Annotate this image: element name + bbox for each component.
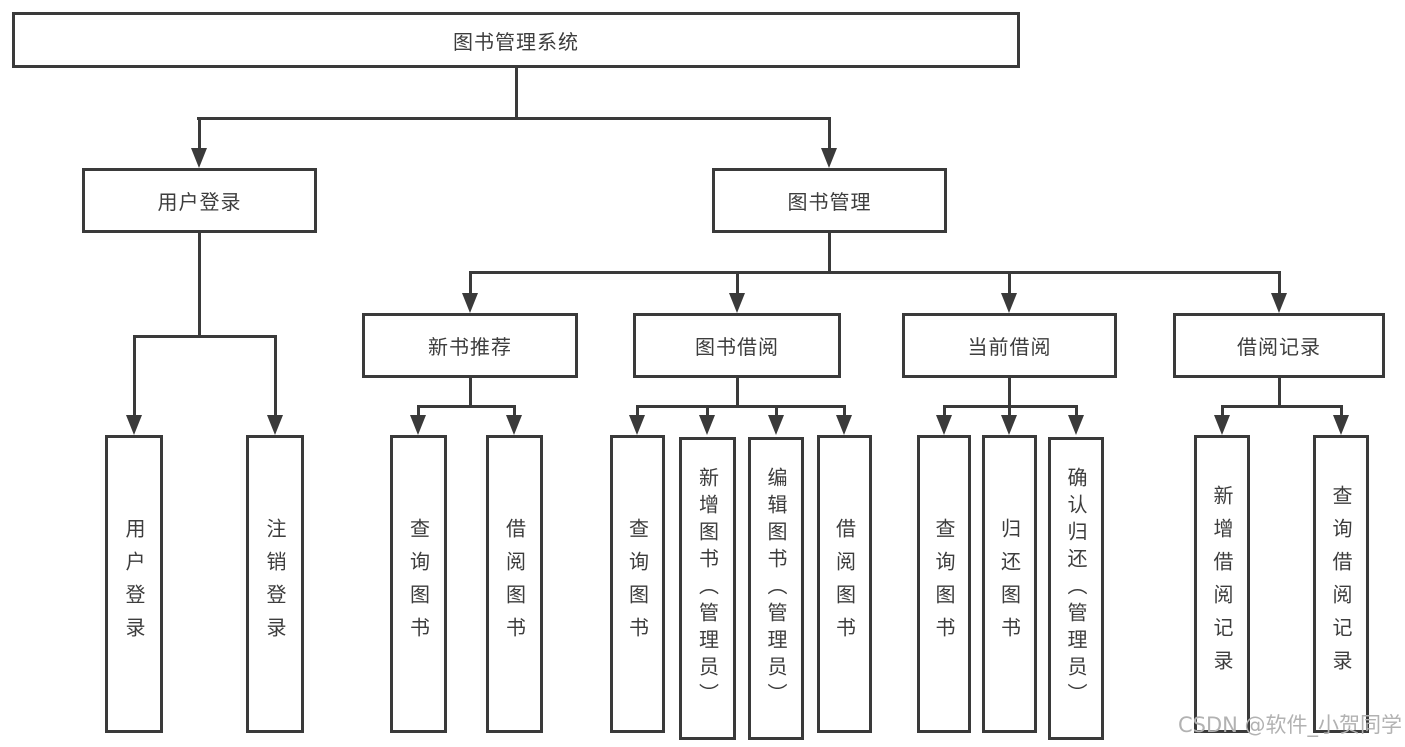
leaf-add-borrow-record-label: 新增借阅记录 [1210,485,1234,683]
arrow-return-book [1001,415,1017,435]
connector-drop-add-record [1221,405,1224,418]
connector-drop-add-book [706,405,709,418]
connector-drop-edit-book [775,405,778,418]
csdn-watermark: CSDN @软件_小贺同学 [1178,713,1403,737]
leaf-query-book-current-label: 查询图书 [932,518,956,650]
connector-drop-borrow-record [1278,271,1281,295]
connector-drop-query-record [1340,405,1343,418]
arrow-add-record [1214,415,1230,435]
arrow-confirm-return [1068,415,1084,435]
leaf-query-borrow-record-label: 查询借阅记录 [1329,485,1353,683]
arrow-current-borrow [1001,293,1017,313]
connector-drop-borrow-book [843,405,846,418]
arrow-query-current [936,415,952,435]
node-root: 图书管理系统 [12,12,1020,68]
connector-new-book-branch [417,405,516,408]
leaf-user-login: 用户登录 [105,435,163,733]
connector-new-book-stem [469,378,472,406]
connector-user-login-stem [198,233,201,336]
arrow-leaf-logout [267,415,283,435]
node-root-label: 图书管理系统 [453,29,579,54]
leaf-confirm-return-admin: 确认归还（管理员） [1048,437,1104,740]
arrow-edit-book [768,415,784,435]
leaf-logout-label: 注销登录 [263,518,287,650]
connector-drop-query-current [943,405,946,418]
leaf-query-book-borrow: 查询图书 [610,435,665,733]
node-new-book-recommend-label: 新书推荐 [428,335,512,359]
leaf-query-book-newbook: 查询图书 [390,435,447,733]
leaf-add-book-admin-label: 新增图书（管理员） [695,467,720,710]
arrow-leaf-user-login [126,415,142,435]
leaf-query-book-current: 查询图书 [917,435,971,733]
node-new-book-recommend: 新书推荐 [362,313,578,378]
connector-drop-user-login [198,117,201,151]
node-current-borrow-label: 当前借阅 [967,335,1052,359]
connector-borrow-record-stem [1278,378,1281,406]
leaf-add-borrow-record: 新增借阅记录 [1194,435,1250,733]
arrow-borrow-record [1271,293,1287,313]
node-borrow-record-label: 借阅记录 [1237,335,1321,359]
node-book-management: 图书管理 [712,168,947,233]
leaf-return-book: 归还图书 [982,435,1037,733]
connector-drop-borrow-newbook [513,405,516,418]
node-book-borrow: 图书借阅 [633,313,841,378]
leaf-query-book-newbook-label: 查询图书 [406,518,431,650]
leaf-edit-book-admin: 编辑图书（管理员） [748,437,804,740]
connector-borrow-record-branch [1221,405,1343,408]
leaf-query-book-borrow-label: 查询图书 [625,518,650,650]
connector-drop-leaf-user-login [133,335,136,417]
connector-root-branch [197,117,831,120]
connector-drop-leaf-logout [274,335,277,417]
connector-drop-current-borrow [1008,271,1011,295]
connector-drop-new-book [469,271,472,295]
node-book-management-label: 图书管理 [787,190,872,214]
leaf-return-book-label: 归还图书 [997,518,1022,650]
connector-drop-return-book [1008,405,1011,418]
arrow-query-newbook [410,415,426,435]
leaf-borrow-book-newbook: 借阅图书 [486,435,543,733]
leaf-borrow-book-borrow-label: 借阅图书 [832,518,857,650]
leaf-query-borrow-record: 查询借阅记录 [1313,435,1369,733]
node-user-login: 用户登录 [82,168,317,233]
node-borrow-record: 借阅记录 [1173,313,1385,378]
arrow-query-record [1333,415,1349,435]
connector-book-mgmt-branch [469,271,1281,274]
leaf-add-book-admin: 新增图书（管理员） [679,437,736,740]
connector-drop-query-borrow [636,405,639,418]
arrow-new-book [462,293,478,313]
connector-drop-query-newbook [417,405,420,418]
connector-drop-book-mgmt [828,117,831,151]
arrow-user-login [191,148,207,168]
arrow-borrow-book [836,415,852,435]
connector-book-borrow-branch [636,405,846,408]
connector-book-mgmt-stem [828,233,831,274]
leaf-borrow-book-newbook-label: 借阅图书 [502,518,527,650]
node-book-borrow-label: 图书借阅 [695,335,779,359]
leaf-logout: 注销登录 [246,435,304,733]
connector-drop-confirm-return [1075,405,1078,418]
connector-drop-book-borrow [736,271,739,295]
node-user-login-label: 用户登录 [157,190,242,214]
leaf-borrow-book-borrow: 借阅图书 [817,435,872,733]
arrow-add-book [699,415,715,435]
connector-root-stem [515,68,518,118]
arrow-query-borrow [629,415,645,435]
connector-book-borrow-stem [736,378,739,406]
arrow-book-borrow [729,293,745,313]
leaf-confirm-return-admin-label: 确认归还（管理员） [1064,467,1088,710]
leaf-edit-book-admin-label: 编辑图书（管理员） [764,467,788,710]
connector-current-borrow-stem [1008,378,1011,406]
connector-user-login-branch [133,335,277,338]
arrow-book-mgmt [821,148,837,168]
leaf-user-login-label: 用户登录 [122,518,146,650]
arrow-borrow-newbook [506,415,522,435]
node-current-borrow: 当前借阅 [902,313,1117,378]
